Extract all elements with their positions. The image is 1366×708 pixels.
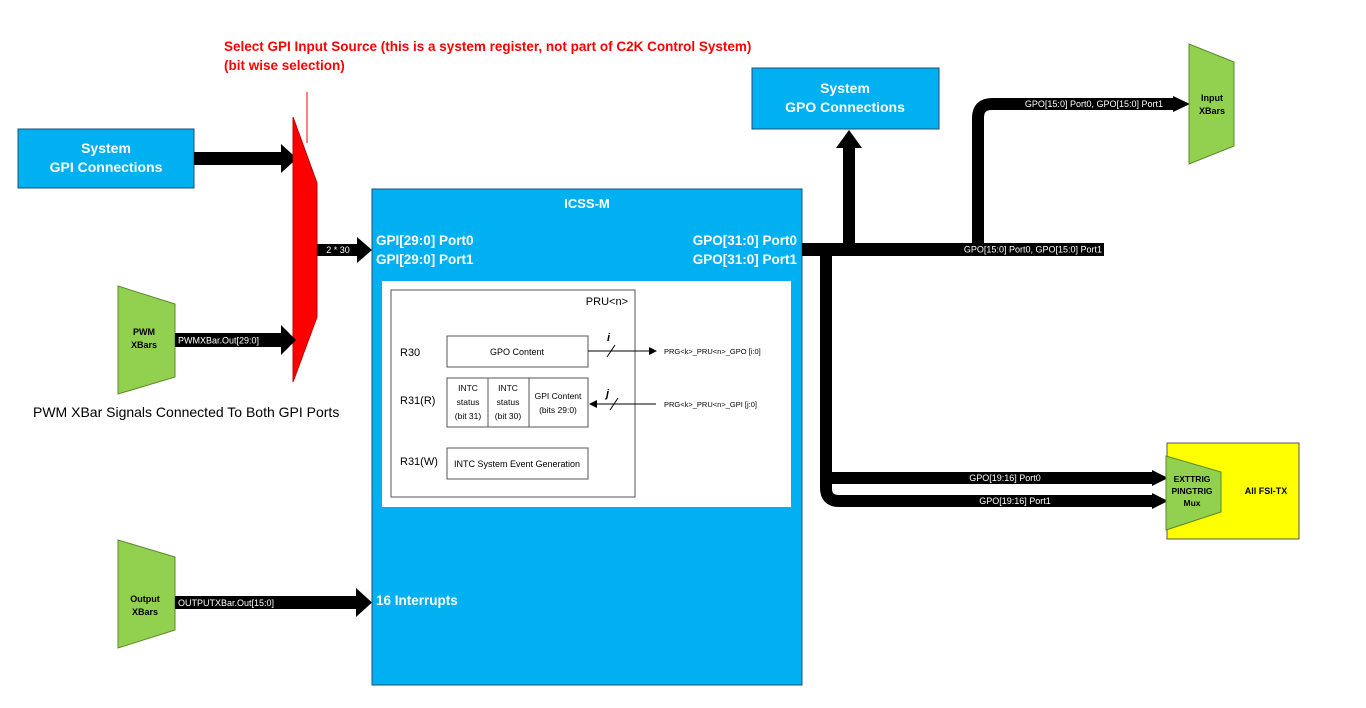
input-xbars-line2: XBars — [1199, 106, 1225, 116]
mux-bus-label: 2 * 30 — [326, 245, 350, 255]
gpo-to-input-xbar-arrowhead — [1173, 96, 1190, 112]
pwm-xbars-block: PWM XBars — [117, 285, 176, 395]
pru-title: PRU<n> — [586, 296, 628, 308]
fsi-trigger-mux — [1165, 455, 1222, 531]
gpi-box-line2: GPI Connections — [50, 159, 163, 175]
gpi-source-mux — [292, 116, 318, 383]
pwm-xbars-line1: PWM — [133, 327, 155, 337]
intc1-line2: status — [457, 397, 480, 407]
mux-to-icss-bus — [317, 244, 359, 256]
gpo-box-line2: GPO Connections — [785, 99, 905, 115]
intc2-line2: status — [497, 397, 520, 407]
output-xbars-line1: Output — [130, 594, 160, 604]
intc-gen-cell — [446, 447, 589, 480]
gpi-select-note-line1: Select GPI Input Source (this is a syste… — [224, 39, 751, 54]
gpo-box-line1: System — [820, 80, 870, 96]
gpo-to-input-xbar-bus — [972, 98, 1176, 244]
gpi-port0-label: GPI[29:0] Port0 — [376, 233, 474, 248]
gpo-port1-fsi-arrowhead — [1152, 493, 1168, 509]
output-signal-label: OUTPUTXBar.Out[15:0] — [178, 598, 274, 608]
gpo-to-system-arrowhead — [836, 130, 862, 148]
output-xbars-line2: XBars — [132, 607, 158, 617]
gpo-main-bus — [802, 243, 1104, 256]
pwm-signal-label: PWMXBar.Out[29:0] — [178, 336, 259, 346]
gpi-to-mux-bus — [194, 152, 282, 165]
gpo-port1-fsi-bus — [820, 478, 1154, 507]
intc-gen-label: INTC System Event Generation — [454, 459, 580, 469]
icss-title: ICSS-M — [564, 196, 610, 211]
intc2-line1: INTC — [498, 383, 518, 393]
fsi-tx-block: EXTTRIG PINGTRIG Mux All FSI-TX — [1165, 442, 1300, 540]
gpo-port1-label: GPO[31:0] Port1 — [693, 252, 798, 267]
fsi-mux-line3: Mux — [1184, 498, 1201, 508]
fsi-mux-line2: PINGTRIG — [1171, 486, 1212, 496]
pwm-xbars-line2: XBars — [131, 340, 157, 350]
fsi-port1-label: GPO[19:16] Port1 — [979, 496, 1051, 506]
j-label: j — [604, 388, 610, 400]
output-xbars-block: Output XBars — [117, 539, 176, 649]
gpi-box-line1: System — [81, 140, 131, 156]
pwm-note: PWM XBar Signals Connected To Both GPI P… — [33, 404, 339, 420]
r30-label: R30 — [400, 347, 420, 359]
gpo-content-label: GPO Content — [490, 347, 545, 357]
input-xbars-block: Input XBars — [1188, 43, 1235, 165]
gpi-content-line1: GPI Content — [535, 391, 582, 401]
i-label: i — [607, 332, 611, 344]
gpi-content-line2: (bits 29:0) — [539, 405, 577, 415]
output-to-icss-bus — [175, 596, 358, 609]
gpo-top-bus-label: GPO[15:0] Port0, GPO[15:0] Port1 — [1025, 99, 1163, 109]
intc1-line1: INTC — [458, 383, 478, 393]
gpi-to-mux-arrowhead — [281, 144, 297, 173]
intc1-line3: (bit 31) — [455, 411, 482, 421]
r31r-label: R31(R) — [400, 395, 435, 407]
intc2-line3: (bit 30) — [495, 411, 522, 421]
mux-to-icss-arrowhead — [357, 237, 372, 263]
system-gpi-connections-box: System GPI Connections — [17, 128, 195, 189]
output-to-icss-arrowhead — [356, 588, 372, 617]
gpo-signal-label: PRG<k>_PRU<n>_GPO [i:0] — [664, 347, 761, 356]
gpi-select-note-line2: (bit wise selection) — [224, 58, 345, 73]
pru-panel: PRU<n> R30 GPO Content R31(R) INTC statu… — [382, 281, 791, 507]
gpo-port0-fsi-bus — [820, 256, 1154, 484]
gpi-signal-label: PRG<k>_PRU<n>_GPI [j:0] — [664, 400, 757, 409]
input-xbars-line1: Input — [1201, 93, 1223, 103]
fsi-tx-label: All FSI-TX — [1245, 486, 1288, 496]
pwm-to-mux-arrowhead — [281, 325, 296, 355]
gpo-to-system-bus — [843, 146, 855, 244]
pwm-to-mux-bus — [175, 333, 282, 347]
fsi-mux-line1: EXTTRIG — [1174, 474, 1211, 484]
fsi-port0-label: GPO[19:16] Port0 — [969, 473, 1041, 483]
r31r-register — [446, 377, 589, 428]
interrupts-label: 16 Interrupts — [376, 593, 458, 608]
gpo-port0-fsi-arrowhead — [1152, 470, 1168, 486]
system-gpo-connections-box: System GPO Connections — [751, 67, 940, 130]
gpo-bus-label: GPO[15:0] Port0, GPO[15:0] Port1 — [964, 245, 1102, 255]
gpi-port1-label: GPI[29:0] Port1 — [376, 252, 474, 267]
r31w-label: R31(W) — [400, 456, 438, 468]
gpo-port0-label: GPO[31:0] Port0 — [693, 233, 797, 248]
